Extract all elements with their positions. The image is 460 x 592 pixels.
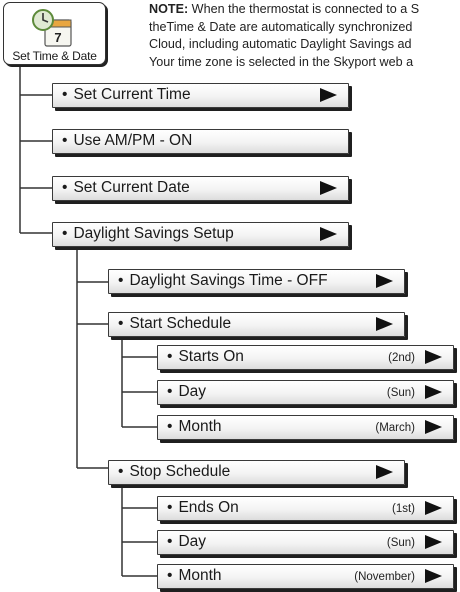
setting-value: (March) [375, 422, 415, 434]
bullet: • [118, 463, 124, 480]
bullet: • [62, 179, 68, 196]
bullet: • [167, 567, 173, 584]
note-text: NOTE: When the thermostat is connected t… [149, 1, 460, 71]
menu-item-stop-day[interactable]: • Day (Sun) [157, 530, 454, 555]
bullet: • [62, 86, 68, 103]
play-arrow-icon[interactable] [320, 227, 337, 241]
menu-item-label: Set Current Time [73, 86, 191, 103]
menu-item-start-day[interactable]: • Day (Sun) [157, 380, 454, 405]
menu-item-set-current-date[interactable]: • Set Current Date [52, 176, 349, 201]
menu-item-start-schedule[interactable]: • Start Schedule [108, 312, 405, 337]
calendar-day-number: 7 [54, 30, 61, 45]
menu-item-set-current-time[interactable]: • Set Current Time [52, 83, 349, 108]
play-arrow-icon[interactable] [425, 350, 442, 364]
setting-value: (2nd) [388, 352, 415, 364]
play-arrow-icon[interactable] [376, 317, 393, 331]
bullet: • [62, 132, 68, 149]
menu-item-label: Ends On [178, 499, 239, 516]
menu-item-use-am-pm[interactable]: • Use AM/PM - ON [52, 129, 349, 154]
bullet: • [118, 315, 124, 332]
bullet: • [167, 418, 173, 435]
menu-item-label: Month [178, 567, 222, 584]
root-node-set-time-date[interactable]: 7 Set Time & Date [3, 2, 106, 65]
play-arrow-icon[interactable] [320, 181, 337, 195]
menu-item-start-month[interactable]: • Month (March) [157, 415, 454, 440]
menu-item-label: Day [178, 383, 207, 400]
play-arrow-icon[interactable] [376, 465, 393, 479]
play-arrow-icon[interactable] [425, 569, 442, 583]
play-arrow-icon[interactable] [376, 274, 393, 288]
bullet: • [167, 348, 173, 365]
calendar-clock-icon: 7 [32, 9, 72, 47]
play-arrow-icon[interactable] [320, 88, 337, 102]
setting-value: (1st) [392, 503, 415, 515]
note-lead: NOTE: [149, 2, 189, 16]
bullet: • [167, 533, 173, 550]
play-arrow-icon[interactable] [425, 535, 442, 549]
menu-item-stop-month[interactable]: • Month (November) [157, 564, 454, 589]
menu-item-label: Day [178, 533, 207, 550]
menu-item-label: Use AM/PM - ON [73, 132, 193, 149]
menu-item-label: Daylight Savings Time - OFF [129, 272, 328, 289]
play-arrow-icon[interactable] [425, 501, 442, 515]
menu-item-label: Stop Schedule [129, 463, 231, 480]
setting-value: (Sun) [386, 387, 415, 399]
menu-item-label: Set Current Date [73, 179, 190, 196]
note-line-1: When the thermostat is connected to a S [188, 2, 420, 16]
note-line-2: theTime & Date are automatically synchro… [149, 19, 413, 34]
setting-value: (Sun) [386, 537, 415, 549]
menu-item-starts-on[interactable]: • Starts On (2nd) [157, 345, 454, 370]
note-line-3: Cloud, including automatic Daylight Savi… [149, 37, 412, 52]
setting-value: (November) [354, 571, 415, 583]
play-arrow-icon[interactable] [425, 385, 442, 399]
bullet: • [118, 272, 124, 289]
menu-item-label: Starts On [178, 348, 244, 365]
bullet: • [167, 383, 173, 400]
bullet: • [167, 499, 173, 516]
menu-item-label: Start Schedule [129, 315, 232, 332]
note-line-4: Your time zone is selected in the Skypor… [149, 54, 414, 69]
root-label: Set Time & Date [12, 49, 97, 63]
menu-item-label: Daylight Savings Setup [73, 225, 234, 242]
menu-item-ends-on[interactable]: • Ends On (1st) [157, 496, 454, 521]
menu-item-label: Month [178, 418, 222, 435]
bullet: • [62, 225, 68, 242]
menu-item-daylight-savings-time[interactable]: • Daylight Savings Time - OFF [108, 269, 405, 294]
menu-item-stop-schedule[interactable]: • Stop Schedule [108, 460, 405, 485]
menu-item-daylight-savings-setup[interactable]: • Daylight Savings Setup [52, 222, 349, 247]
play-arrow-icon[interactable] [425, 420, 442, 434]
